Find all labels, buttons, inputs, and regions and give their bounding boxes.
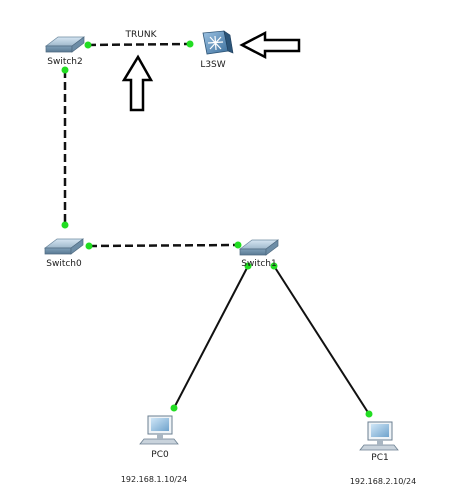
pc-icon <box>359 421 399 451</box>
switch0-label: Switch0 <box>46 259 82 269</box>
status-light <box>244 262 252 270</box>
link-switch1-pc1[interactable] <box>273 265 370 415</box>
switch0-device[interactable]: Switch0 <box>43 238 85 269</box>
status-light <box>61 66 69 74</box>
status-light <box>186 40 194 48</box>
pc1-label: PC1 <box>371 453 388 463</box>
status-light <box>170 404 178 412</box>
l3sw-label: L3SW <box>200 60 225 70</box>
pc1-ip-address: 192.168.2.10/24 <box>350 477 416 486</box>
status-light <box>84 41 92 49</box>
pc0-label: PC0 <box>151 450 169 460</box>
link-switch1-pc0[interactable] <box>173 265 249 409</box>
multilayer-switch-icon <box>202 30 234 55</box>
switch-icon <box>44 36 86 53</box>
pc-icon <box>139 415 179 445</box>
pc0-device[interactable]: PC0 192.168.1.10/24 <box>121 415 187 484</box>
arrow-left-icon <box>239 30 301 60</box>
links <box>63 42 370 415</box>
l3sw-device[interactable]: L3SW <box>200 30 234 70</box>
switch2-device[interactable]: Switch2 <box>44 36 86 67</box>
arrow-up-icon <box>121 54 154 112</box>
switch2-label: Switch2 <box>47 57 82 67</box>
switch1-device[interactable]: Switch1 <box>238 239 280 269</box>
switch-icon <box>43 238 85 255</box>
status-light <box>270 262 278 270</box>
status-light <box>365 410 373 418</box>
switch1-label: Switch1 <box>241 259 276 269</box>
link-switch2-l3sw[interactable] <box>87 42 191 47</box>
trunk-link-label: TRUNK <box>125 30 158 40</box>
status-light <box>85 242 93 250</box>
pc1-device[interactable]: PC1 192.168.2.10/24 <box>350 421 416 486</box>
link-switch0-switch1[interactable] <box>88 243 239 248</box>
link-status-lights <box>61 40 373 418</box>
pc0-ip-address: 192.168.1.10/24 <box>121 475 187 484</box>
status-light <box>61 221 69 229</box>
status-light <box>234 241 242 249</box>
switch-icon <box>238 239 280 256</box>
